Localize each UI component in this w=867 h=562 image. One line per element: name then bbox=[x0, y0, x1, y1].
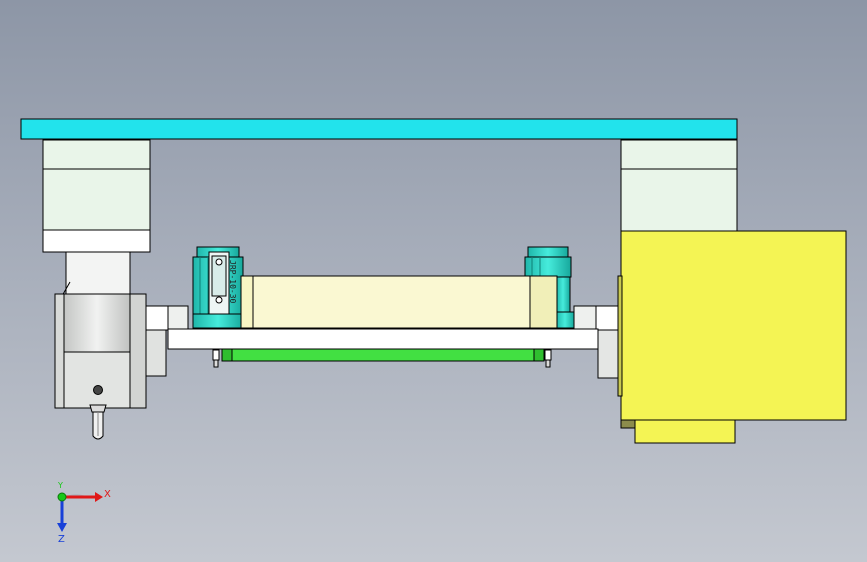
green-strip[interactable] bbox=[221, 348, 545, 362]
right-air-cylinder[interactable] bbox=[524, 246, 575, 329]
right-support-block[interactable] bbox=[620, 139, 738, 232]
base-rail[interactable] bbox=[167, 328, 599, 350]
yellow-motor-box[interactable] bbox=[617, 230, 847, 444]
left-rotary-unit[interactable] bbox=[54, 251, 167, 440]
triad-y-label: Y bbox=[57, 481, 63, 490]
right-pin bbox=[544, 349, 552, 368]
triad-x-label: X bbox=[104, 489, 111, 500]
left-pin bbox=[212, 349, 220, 368]
left-support-block[interactable] bbox=[42, 139, 151, 253]
top-beam[interactable] bbox=[20, 118, 738, 140]
coordinate-triad: X Y Z bbox=[57, 481, 111, 545]
cylinder-label: JRP-10-30 bbox=[228, 260, 237, 304]
left-fitting[interactable] bbox=[145, 305, 189, 331]
clamp-plate[interactable] bbox=[240, 275, 558, 329]
triad-y-axis bbox=[57, 492, 67, 502]
triad-z-label: Z bbox=[58, 534, 65, 545]
left-air-cylinder[interactable]: JRP-10-30 bbox=[192, 246, 244, 329]
